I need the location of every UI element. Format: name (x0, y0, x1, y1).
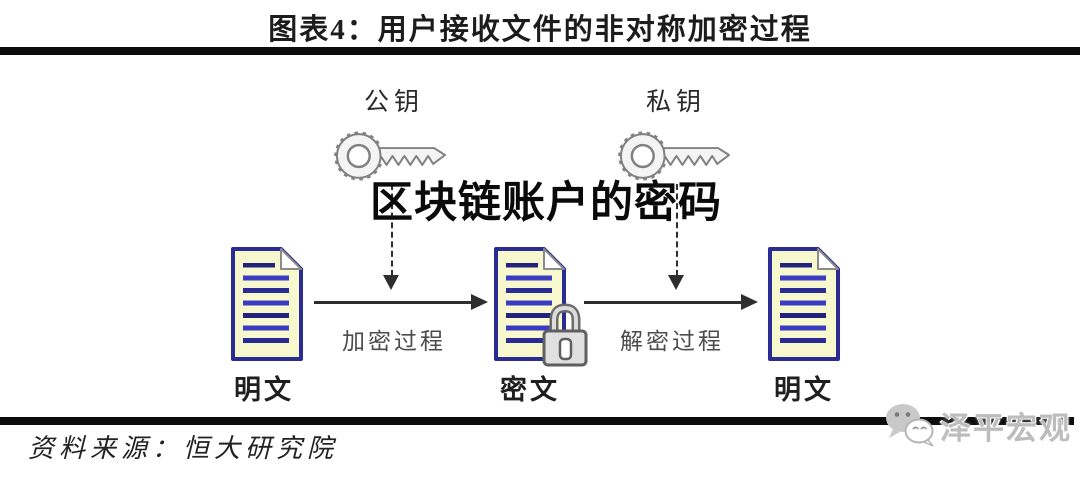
figure-title: 图表4：用户接收文件的非对称加密过程 (268, 14, 812, 46)
plaintext-label-right: 明文 (774, 375, 834, 405)
watermark: 泽平宏观 (884, 402, 1072, 448)
public-key-icon (331, 126, 450, 183)
decrypt-arrow (584, 294, 758, 310)
wechat-icon (884, 402, 936, 448)
public-key-label: 公钥 (363, 89, 425, 116)
document-icon (768, 247, 840, 361)
decrypt-process-label: 解密过程 (620, 329, 724, 354)
lock-icon (541, 302, 589, 368)
plaintext-label-left: 明文 (234, 375, 294, 405)
document-icon (231, 247, 303, 361)
ciphertext-label: 密文 (500, 375, 560, 405)
encrypt-arrow (314, 294, 488, 310)
bottom-divider (0, 417, 1074, 425)
private-key-icon (615, 126, 734, 183)
overlay-caption: 区块链账户的密码 (370, 179, 722, 227)
private-key-label: 私钥 (645, 89, 707, 116)
source-note: 资料来源：恒大研究院 (28, 434, 339, 463)
public-key-dashed-arrow (383, 184, 399, 290)
watermark-text: 泽平宏观 (940, 410, 1072, 446)
top-divider (0, 47, 1080, 55)
private-key-dashed-arrow (668, 184, 684, 290)
encrypt-process-label: 加密过程 (342, 329, 446, 354)
